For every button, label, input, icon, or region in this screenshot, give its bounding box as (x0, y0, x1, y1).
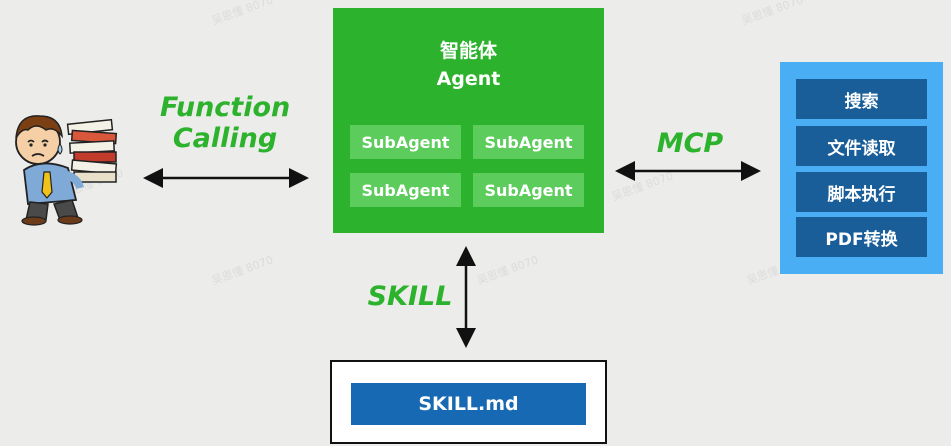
agent-title-cn: 智能体 (439, 40, 497, 62)
function-calling-label-line2: Calling (172, 123, 278, 154)
subagent-4: SubAgent (473, 173, 584, 207)
subagent-1: SubAgent (350, 125, 461, 159)
agent-title-en: Agent (436, 68, 501, 90)
function-calling-label-line1: Function (160, 92, 291, 123)
skill-label: SKILL (367, 281, 453, 312)
agent-box: 智能体 Agent SubAgent SubAgent SubAgent Sub… (333, 8, 604, 233)
subagent-3: SubAgent (350, 173, 461, 207)
function-calling-label: Function Calling (160, 92, 290, 154)
tool-script-exec: 脚本执行 (796, 172, 927, 212)
skill-file-box: SKILL.md (330, 360, 607, 444)
tool-search: 搜索 (796, 79, 927, 119)
tools-panel: 搜索 文件读取 脚本执行 PDF转换 (780, 62, 943, 274)
tool-file-read: 文件读取 (796, 126, 927, 166)
tool-pdf-convert: PDF转换 (796, 217, 927, 257)
subagent-2: SubAgent (473, 125, 584, 159)
skill-file-label: SKILL.md (351, 383, 586, 425)
user-figure-icon (15, 115, 118, 226)
mcp-label: MCP (656, 128, 724, 159)
